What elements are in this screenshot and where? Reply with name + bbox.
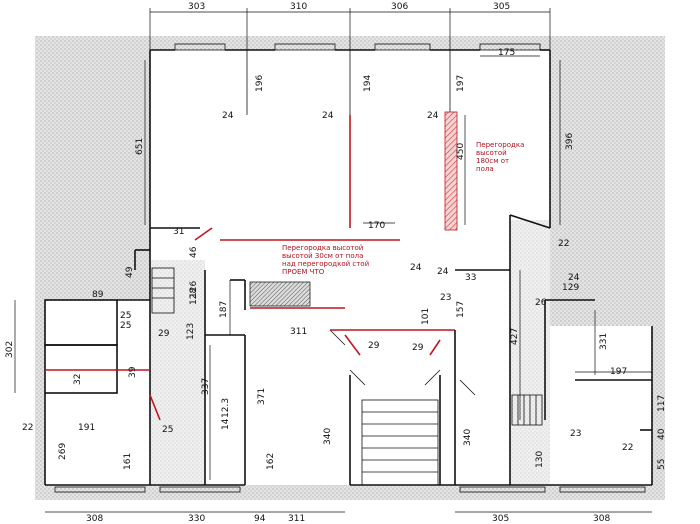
dim-label: 31 — [173, 227, 184, 237]
dim-label: 33 — [465, 273, 476, 283]
dim-label: 311 — [288, 514, 305, 524]
dim-label: 89 — [92, 290, 104, 300]
dim-label: 330 — [188, 514, 205, 524]
dim-label: 29 — [368, 341, 380, 351]
dim-label: 306 — [391, 2, 408, 12]
dim-label: 450 — [456, 143, 466, 160]
dim-label: 29 — [412, 343, 424, 353]
dim-label: 337 — [201, 378, 211, 395]
dim-label: 651 — [135, 138, 145, 155]
dim-label: 308 — [593, 514, 610, 524]
dim-label: 269 — [58, 443, 68, 460]
dim-label: 22 — [558, 239, 569, 249]
dim-label: 24 — [568, 273, 580, 283]
partitions — [45, 111, 458, 421]
dim-label: 23 — [570, 429, 581, 439]
dim-label: 40 — [657, 428, 667, 440]
dim-label: 32 — [73, 374, 83, 385]
dim-label: 117 — [657, 395, 667, 412]
dim-label: 161 — [123, 453, 133, 470]
dim-label: 187 — [219, 301, 229, 318]
dim-label: 331 — [599, 333, 609, 350]
dim-label: 196 — [255, 75, 265, 92]
dim-label: 94 — [254, 514, 266, 524]
dim-label: 197 — [456, 75, 466, 92]
dim-label: 12.3 — [221, 398, 231, 418]
dim-label: 305 — [492, 514, 509, 524]
dim-label: 24 — [322, 111, 334, 121]
note-partition-center: Перегородка высотой высотой 30см от пола… — [282, 244, 371, 276]
top-dimensions: 303 310 306 305 — [188, 2, 510, 12]
dim-label: 101 — [421, 308, 431, 325]
dim-label: 310 — [290, 2, 307, 12]
dim-label: 162 — [266, 453, 276, 470]
dim-label: 24 — [222, 111, 234, 121]
dimension-lines — [14, 8, 652, 513]
dim-label: 55 — [657, 459, 667, 470]
dim-label: 302 — [5, 341, 15, 358]
dim-label: 26 — [535, 298, 547, 308]
dim-label: 22 — [22, 423, 33, 433]
walls — [44, 43, 653, 493]
dim-label: 194 — [363, 75, 373, 92]
dim-label: 22 — [622, 443, 633, 453]
dim-label: 24 — [427, 111, 439, 121]
dotted-zones — [35, 36, 665, 500]
dim-label: 25 — [162, 425, 173, 435]
dim-label: 311 — [290, 327, 307, 337]
dim-label: 396 — [565, 133, 575, 150]
dim-label: 340 — [323, 428, 333, 445]
dim-label: 23 — [440, 293, 451, 303]
dim-label: 371 — [257, 388, 267, 405]
dim-label: 24 — [410, 263, 422, 273]
dim-label: 170 — [368, 221, 385, 231]
dim-label: 191 — [78, 423, 95, 433]
dim-label: 308 — [86, 514, 103, 524]
dim-label: 305 — [493, 2, 510, 12]
dim-label: 25 — [120, 321, 131, 331]
dim-label: 123 — [186, 323, 196, 340]
dim-label: 130 — [535, 451, 545, 468]
dim-label: 175 — [498, 48, 515, 58]
dim-label: 39 — [128, 366, 138, 378]
dim-label: 49 — [125, 266, 135, 278]
dim-label: 340 — [463, 429, 473, 446]
dim-label: 46 — [189, 246, 199, 258]
dim-label: 157 — [456, 301, 466, 318]
dim-label: 303 — [188, 2, 205, 12]
note-partition-right: Перегородка высотой 180см от пола — [476, 141, 527, 173]
dim-label: 126 — [189, 281, 199, 298]
right-wing-dimensions: 22 24 26 129 427 331 197 117 55 40 22 23… — [510, 239, 667, 470]
window-dimensions: 196 194 197 175 24 24 24 651 396 450 170 — [135, 48, 575, 231]
dim-label: 427 — [510, 328, 520, 345]
dim-label: 29 — [158, 329, 170, 339]
dim-label: 128 — [189, 288, 199, 305]
dim-label: 14 — [221, 418, 231, 430]
dim-label: 129 — [562, 283, 579, 293]
left-wing-dimensions: 302 128 89 25 25 32 39 29 191 269 161 25… — [5, 227, 199, 470]
dim-label: 25 — [120, 311, 131, 321]
center-dimensions: 187 311 123 337 371 12.3 14 162 340 29 2… — [186, 263, 476, 470]
dim-label: 24 — [437, 267, 449, 277]
bottom-dimensions: 308 330 94 311 305 308 — [86, 514, 610, 524]
dim-label: 197 — [610, 367, 627, 377]
